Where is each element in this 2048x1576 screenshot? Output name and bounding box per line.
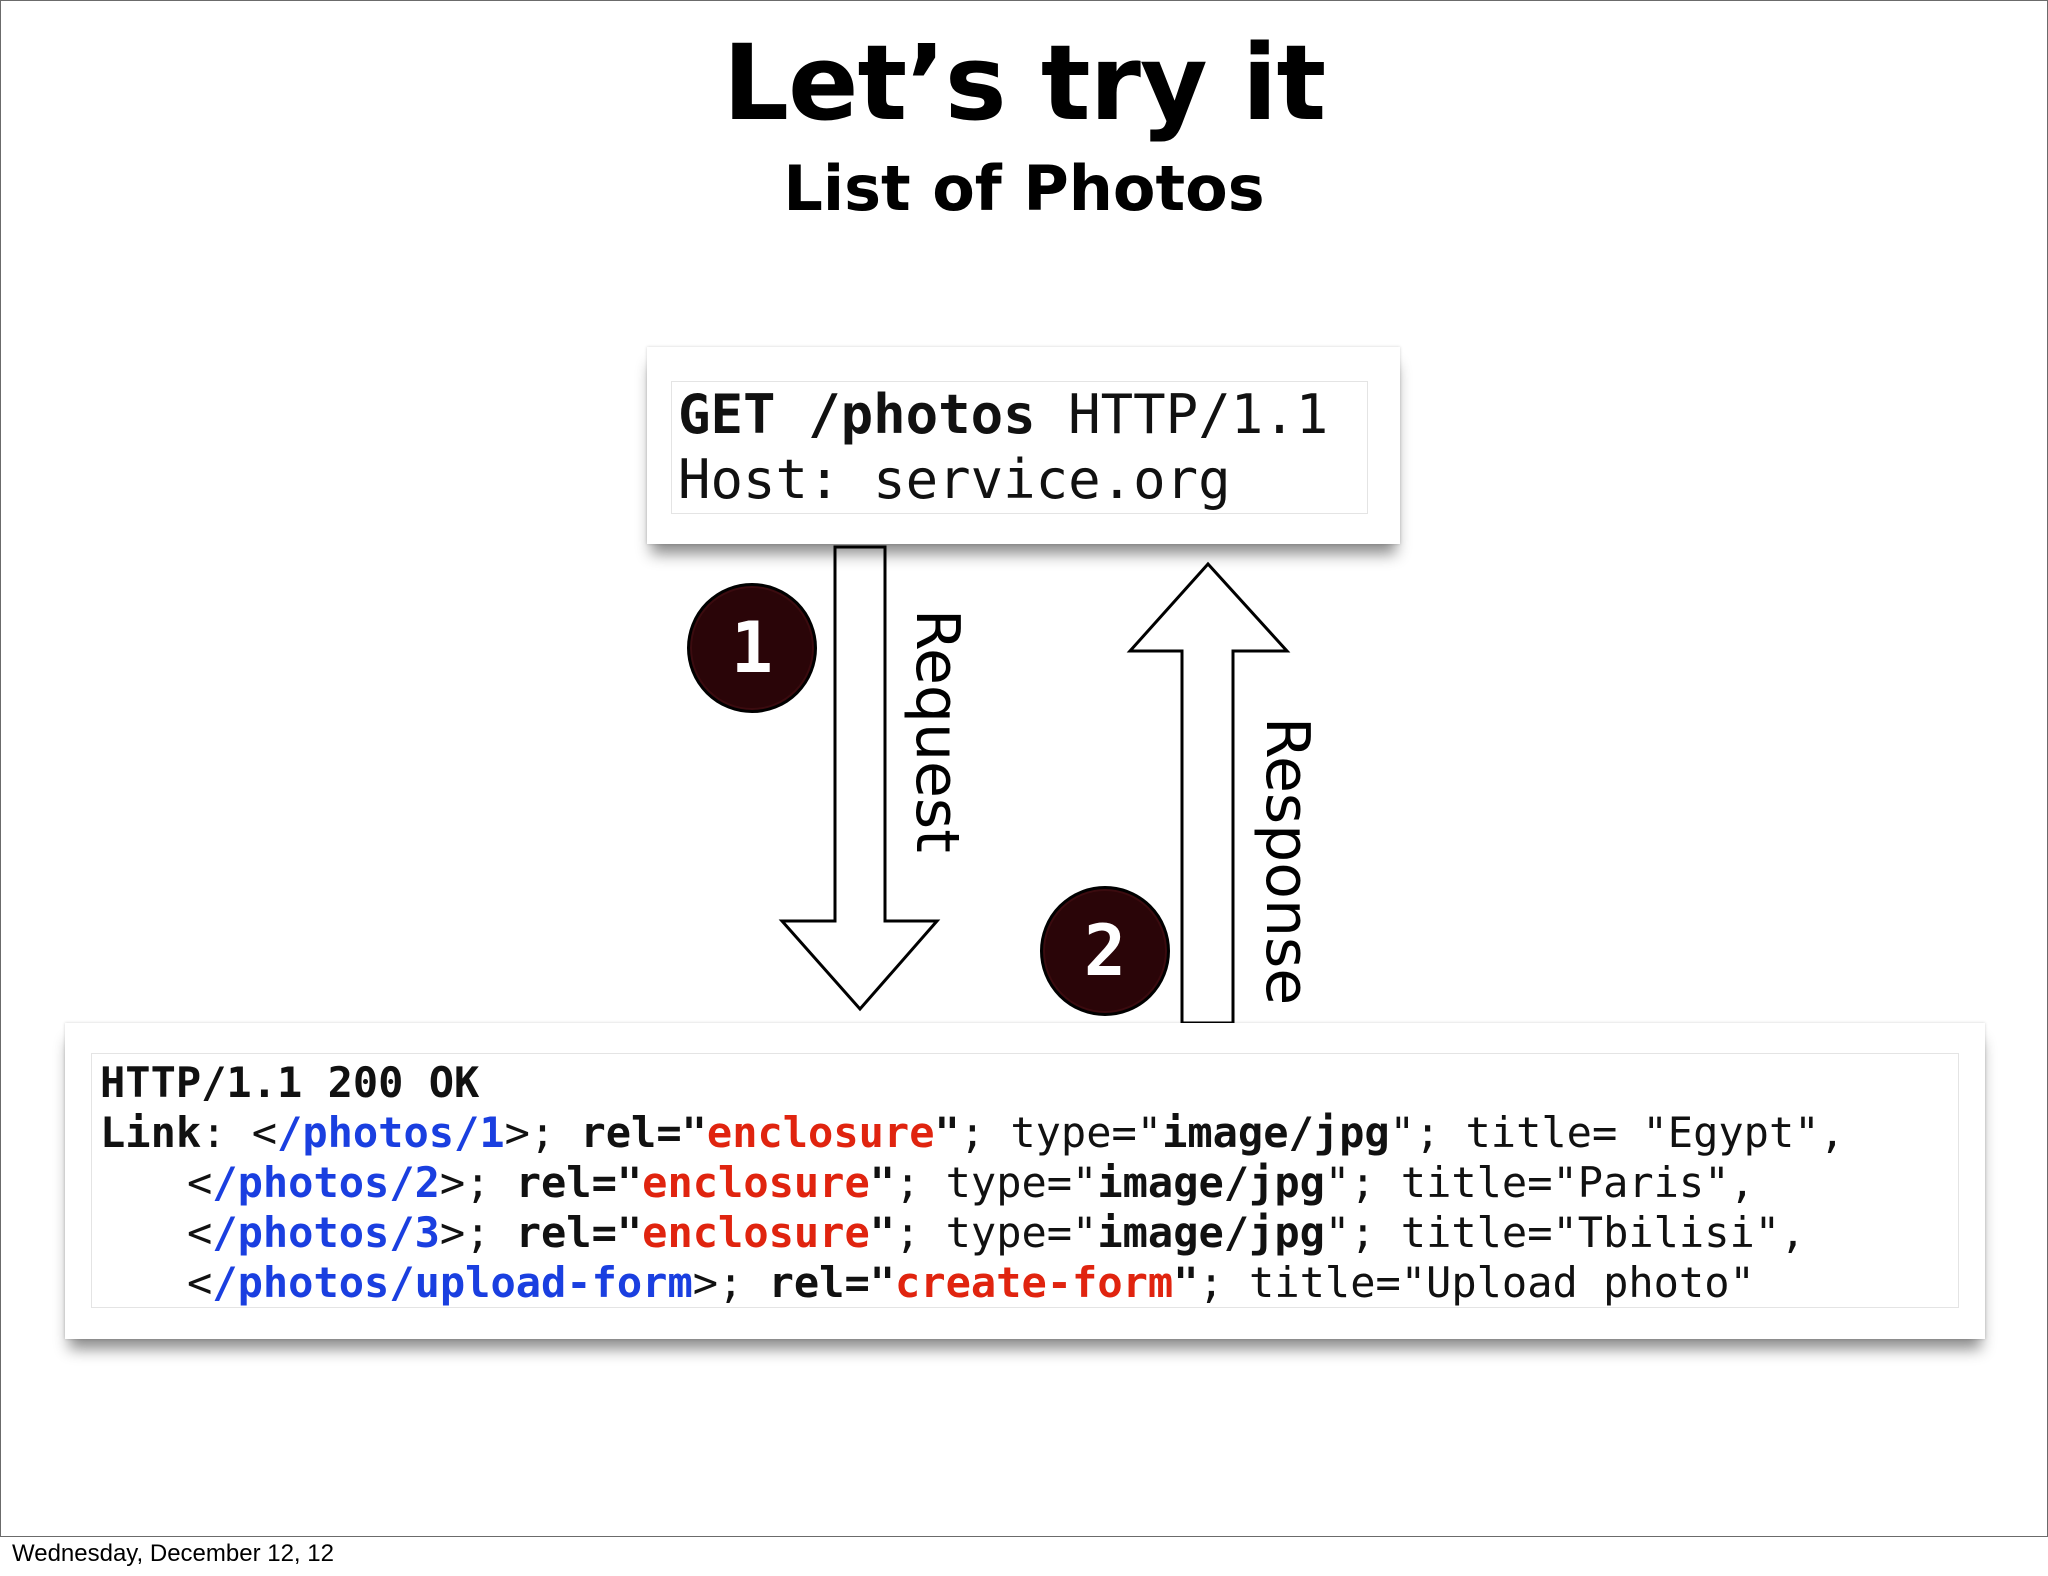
- flow-arrows: [778, 545, 1291, 1025]
- link-href-3: /photos/3: [212, 1208, 440, 1257]
- slide-subtitle: List of Photos: [783, 152, 1265, 225]
- link-href-4: /photos/upload-form: [212, 1258, 693, 1307]
- link-line-1: Link: </photos/1>; rel="enclosure"; type…: [100, 1108, 1845, 1157]
- link-rel-2: enclosure: [642, 1158, 870, 1207]
- link-line-3: </photos/3>; rel="enclosure"; type="imag…: [187, 1208, 1806, 1257]
- request-version: HTTP/1.1: [1035, 383, 1329, 446]
- link-header-name: Link: [100, 1108, 202, 1157]
- link-line-2: </photos/2>; rel="enclosure"; type="imag…: [187, 1158, 1755, 1207]
- slide: Let’s try it List of Photos GET /photos …: [0, 0, 2048, 1537]
- link-href-1: /photos/1: [277, 1108, 505, 1157]
- link-type-3: image/jpg: [1097, 1208, 1325, 1257]
- link-rel-4: create-form: [895, 1258, 1174, 1307]
- slide-title: Let’s try it: [722, 22, 1327, 144]
- link-type-1: image/jpg: [1162, 1108, 1390, 1157]
- request-path: /photos: [808, 383, 1036, 446]
- footer-date: Wednesday, December 12, 12: [12, 1540, 334, 1567]
- request-arrow: [778, 545, 941, 1012]
- request-method: GET: [678, 383, 776, 446]
- response-arrow: [1126, 561, 1291, 1025]
- link-rel-3: enclosure: [642, 1208, 870, 1257]
- step-1-badge: 1: [687, 583, 817, 713]
- link-line-4: </photos/upload-form>; rel="create-form"…: [187, 1258, 1755, 1307]
- request-label: Request: [902, 609, 972, 853]
- response-label: Response: [1252, 717, 1322, 1006]
- request-host: Host: service.org: [678, 448, 1231, 511]
- step-2-badge: 2: [1040, 886, 1170, 1016]
- link-type-2: image/jpg: [1097, 1158, 1325, 1207]
- link-href-2: /photos/2: [212, 1158, 440, 1207]
- response-status: HTTP/1.1 200 OK: [100, 1058, 480, 1107]
- link-rel-1: enclosure: [706, 1108, 935, 1157]
